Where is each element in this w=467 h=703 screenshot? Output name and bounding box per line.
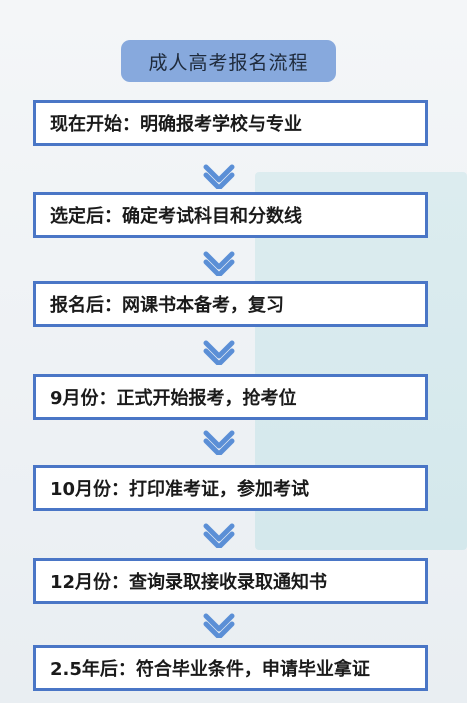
step-box-1: 现在开始：明确报考学校与专业 xyxy=(33,100,428,146)
step-box-5: 10月份：打印准考证，参加考试 xyxy=(33,465,428,511)
down-arrow-icon xyxy=(203,251,235,276)
flowchart-title: 成人高考报名流程 xyxy=(121,40,336,82)
step-box-3: 报名后：网课书本备考，复习 xyxy=(33,281,428,327)
step-box-4: 9月份：正式开始报考，抢考位 xyxy=(33,374,428,420)
down-arrow-icon xyxy=(203,164,235,189)
down-arrow-icon xyxy=(203,613,235,638)
down-arrow-icon xyxy=(203,523,235,548)
step-box-2: 选定后：确定考试科目和分数线 xyxy=(33,192,428,238)
step-box-6: 12月份：查询录取接收录取通知书 xyxy=(33,558,428,604)
down-arrow-icon xyxy=(203,340,235,365)
down-arrow-icon xyxy=(203,430,235,455)
step-box-7: 2.5年后：符合毕业条件，申请毕业拿证 xyxy=(33,645,428,691)
